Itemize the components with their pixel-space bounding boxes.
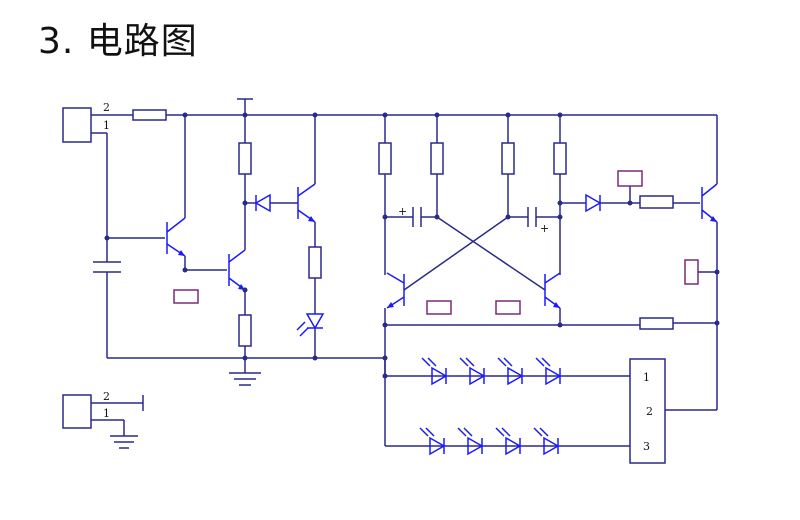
transistor-q5	[544, 272, 561, 309]
ground-symbol-1	[229, 372, 261, 386]
resistor-r2	[238, 142, 252, 175]
timing-capacitor	[93, 261, 121, 273]
connector-top-pin-1: 1	[103, 119, 110, 132]
page-title: 3. 电路图	[38, 21, 198, 62]
connector-bottom-pin-2: 2	[103, 390, 110, 403]
resistor-r5	[378, 142, 392, 175]
resistor-r10	[639, 195, 674, 209]
resistor-r9	[639, 317, 674, 330]
capacitor-c2-plus: +	[398, 205, 407, 218]
transistor-q6	[701, 183, 718, 223]
led-bottom-3	[495, 427, 522, 456]
sensor-element-3	[495, 300, 521, 315]
input-connector-top: 2 1	[62, 101, 133, 143]
resistor-r3	[238, 314, 252, 347]
resistor-r8	[553, 142, 567, 175]
sensor-element-2	[426, 300, 452, 315]
transistor-q2	[228, 249, 246, 291]
led-top-4	[535, 357, 562, 386]
capacitor-c2	[412, 207, 422, 227]
led-bottom-1	[419, 427, 446, 456]
input-resistor	[132, 109, 167, 121]
driver-pin-3: 3	[643, 440, 650, 453]
led-top-3	[497, 357, 524, 386]
ground-symbol-2	[110, 435, 138, 449]
transistor-q4	[386, 272, 405, 309]
power-connector-bottom: 2 1	[62, 390, 144, 436]
led-array-top	[385, 357, 630, 386]
sensor-element-5	[684, 259, 699, 285]
resistor-r6	[430, 142, 444, 175]
connector-top-pin-2: 2	[103, 101, 110, 114]
connector-bottom-pin-1: 1	[103, 407, 110, 420]
led-array-bottom	[385, 427, 630, 456]
led-bottom-4	[533, 427, 560, 456]
capacitor-c3-plus: +	[540, 222, 549, 235]
transistor-q1	[166, 217, 186, 257]
resistor-r7	[501, 142, 515, 175]
diode-d2	[585, 193, 602, 213]
driver-pin-1: 1	[643, 371, 650, 384]
transistor-q3	[297, 183, 316, 223]
sensor-element-4	[617, 170, 643, 187]
led-top-1	[421, 357, 448, 386]
diode-d1	[254, 193, 271, 213]
led-top-2	[459, 357, 486, 386]
sensor-element-1	[173, 289, 199, 304]
junction-dots	[104, 112, 720, 379]
led-driver-chip: 1 2 3	[629, 358, 666, 464]
capacitor-c3	[527, 207, 537, 227]
led-bottom-2	[457, 427, 484, 456]
resistor-r4	[308, 246, 322, 279]
indicator-led	[296, 313, 325, 337]
driver-pin-2: 2	[646, 405, 653, 418]
